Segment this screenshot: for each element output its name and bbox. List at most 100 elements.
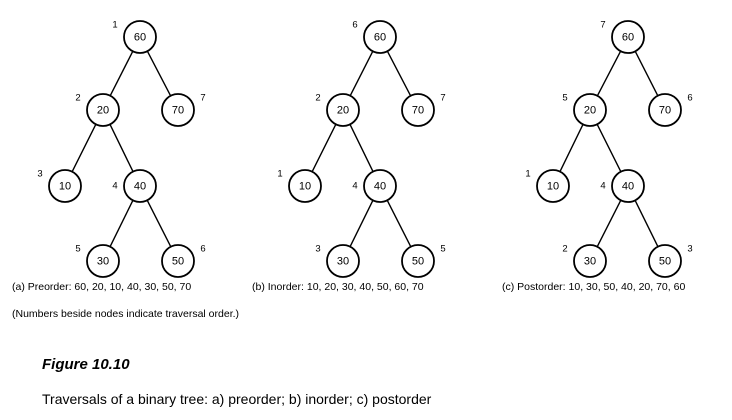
traversal-order-label: 5	[75, 244, 80, 255]
node-value-label: 30	[337, 256, 349, 268]
traversal-order-label: 2	[75, 93, 80, 104]
node-circle	[48, 169, 82, 203]
node-value-label: 40	[374, 181, 386, 193]
tree-node: 50 3	[648, 244, 693, 278]
node-value-label: 20	[584, 105, 596, 117]
tree-node: 404	[352, 169, 397, 203]
tree-node: 10 1	[525, 169, 570, 203]
tree-edge	[386, 199, 412, 248]
tree-node: 505	[401, 244, 446, 278]
tree-edge	[634, 200, 659, 247]
node-circle	[648, 93, 682, 127]
tree-node: 404	[112, 169, 157, 203]
tree-node: 60 7	[600, 20, 645, 54]
node-value-label: 70	[172, 105, 184, 117]
node-circle	[648, 244, 682, 278]
tree-edge	[596, 199, 622, 248]
node-value-label: 20	[337, 105, 349, 117]
tree-edge	[349, 124, 374, 172]
tree-edge	[109, 124, 134, 172]
node-value-label: 30	[584, 256, 596, 268]
tree-node: 305	[75, 244, 120, 278]
node-circle	[123, 169, 157, 203]
traversal-order-label: 5	[440, 244, 445, 255]
binary-tree-diagrams: 6012027071034043055066062027071014043035…	[37, 20, 693, 278]
traversal-order-label: 7	[600, 20, 605, 31]
tree-edge	[634, 50, 659, 97]
traversal-order-label: 1	[277, 169, 282, 180]
figure-number: Figure 10.10	[42, 356, 130, 373]
tree-edge	[311, 123, 337, 173]
node-circle	[161, 93, 195, 127]
node-circle	[573, 93, 607, 127]
tree-postorder: 60 7 205 70 6 10 1 40 4 30 2 50 3	[525, 20, 693, 278]
node-circle	[611, 20, 645, 54]
tree-node: 60 6	[352, 20, 397, 54]
tree-node: 205	[562, 93, 607, 127]
tree-node: 20 2	[75, 93, 120, 127]
traversal-order-label: 7	[200, 93, 205, 104]
traversal-order-note: (Numbers beside nodes indicate traversal…	[12, 308, 240, 320]
traversal-order-label: 4	[600, 181, 605, 192]
tree-caption-preorder: (a) Preorder: 60, 20, 10, 40, 30, 50, 70	[12, 281, 192, 293]
tree-edge	[146, 199, 172, 248]
tree-edge	[109, 200, 134, 247]
node-circle	[401, 93, 435, 127]
traversal-order-label: 3	[687, 244, 692, 255]
tree-caption-postorder: (c) Postorder: 10, 30, 50, 40, 20, 70, 6…	[502, 281, 686, 293]
tree-node: 70 6	[648, 93, 693, 127]
node-value-label: 60	[134, 32, 146, 44]
tree-node: 50 6	[161, 244, 206, 278]
node-value-label: 50	[659, 256, 671, 268]
tree-node: 20 2	[315, 93, 360, 127]
traversal-order-label: 1	[525, 169, 530, 180]
tree-edge	[146, 50, 172, 97]
traversal-order-label: 4	[112, 181, 117, 192]
traversal-order-label: 6	[687, 93, 692, 104]
tree-edge	[559, 124, 584, 172]
tree-node: 10 1	[277, 169, 322, 203]
node-value-label: 10	[547, 181, 559, 193]
node-circle	[573, 244, 607, 278]
node-value-label: 70	[659, 105, 671, 117]
node-value-label: 40	[622, 181, 634, 193]
node-circle	[161, 244, 195, 278]
node-value-label: 10	[59, 181, 71, 193]
traversal-order-label: 3	[315, 244, 320, 255]
node-value-label: 70	[412, 105, 424, 117]
node-circle	[611, 169, 645, 203]
tree-edge	[109, 50, 134, 97]
node-value-label: 10	[299, 181, 311, 193]
tree-inorder: 60 6 20 2 70 7 10 1 404 30 3 505	[277, 20, 446, 278]
node-circle	[363, 169, 397, 203]
traversal-order-label: 2	[562, 244, 567, 255]
node-circle	[86, 93, 120, 127]
node-value-label: 60	[622, 32, 634, 44]
node-circle	[86, 244, 120, 278]
node-value-label: 50	[172, 256, 184, 268]
node-value-label: 20	[97, 105, 109, 117]
traversal-order-label: 7	[440, 93, 445, 104]
tree-edge	[71, 123, 97, 173]
node-circle	[326, 93, 360, 127]
tree-preorder: 60 1 20 2 70 7 10 3 404 305 50 6	[37, 20, 206, 278]
traversal-order-label: 3	[37, 169, 42, 180]
tree-edge	[349, 50, 374, 97]
tree-node: 40 4	[600, 169, 645, 203]
tree-node: 60 1	[112, 20, 157, 54]
traversal-order-label: 6	[200, 244, 205, 255]
tree-node: 30 3	[315, 244, 360, 278]
tree-node: 70 7	[161, 93, 206, 127]
tree-node: 10 3	[37, 169, 82, 203]
figure-caption: Traversals of a binary tree: a) preorder…	[42, 391, 432, 407]
traversal-order-label: 2	[315, 93, 320, 104]
tree-caption-inorder: (b) Inorder: 10, 20, 30, 40, 50, 60, 70	[252, 281, 424, 293]
tree-node: 30 2	[562, 244, 607, 278]
node-value-label: 60	[374, 32, 386, 44]
traversal-order-label: 1	[112, 20, 117, 31]
traversal-order-label: 6	[352, 20, 357, 31]
tree-edge	[386, 50, 412, 97]
tree-edge	[349, 200, 374, 247]
node-circle	[123, 20, 157, 54]
